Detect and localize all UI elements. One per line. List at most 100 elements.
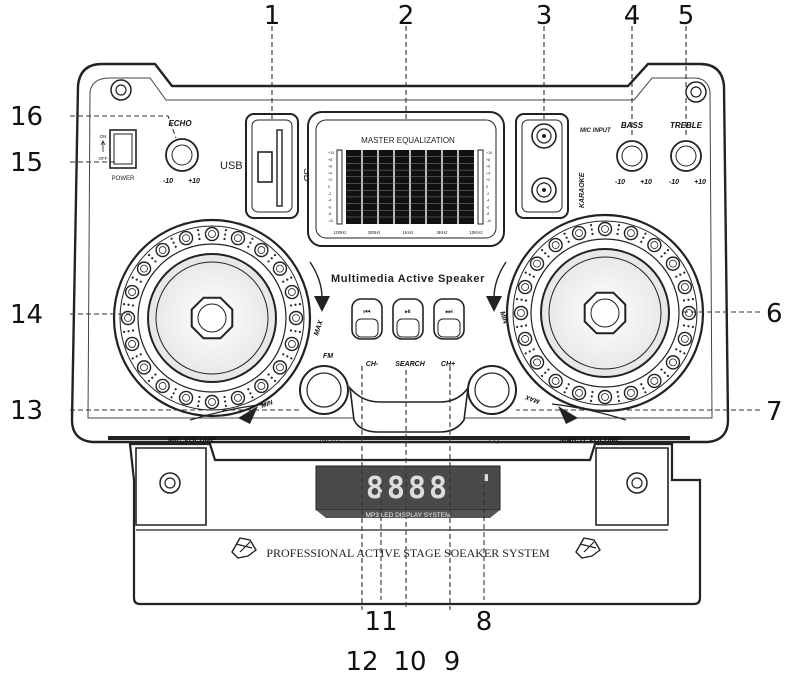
callout-3: 3 <box>536 1 553 31</box>
speaker-left-led <box>124 336 140 352</box>
speaker-left-dot <box>298 302 302 306</box>
speaker-right-dot <box>589 399 593 403</box>
speaker-right-dot <box>682 324 686 327</box>
speaker-left-dot <box>131 276 134 279</box>
speaker-left-led-core <box>287 288 296 296</box>
speaker-left-dot <box>139 280 142 283</box>
speaker-right-dot <box>617 223 621 227</box>
mic-jack-1[interactable] <box>531 123 557 149</box>
bass-knob[interactable] <box>616 140 648 172</box>
speaker-left-dot <box>170 396 173 399</box>
speaker-right-dot <box>528 350 531 353</box>
speaker-left-dome-inner <box>155 261 269 375</box>
min-label-right: MIN <box>498 310 509 325</box>
eq-freq-label: 1KHz <box>402 230 414 235</box>
fm-label: FM <box>323 353 333 360</box>
speaker-right-led <box>517 279 533 295</box>
display-digits: 8888 <box>366 471 450 506</box>
usb-port[interactable] <box>257 151 273 183</box>
eq-module-inner <box>315 119 497 239</box>
speaker-right-dot <box>567 240 570 243</box>
speaker-right-led <box>548 237 563 253</box>
speaker-left-inner-ring <box>137 243 287 393</box>
speaker-left-led-core <box>276 264 284 273</box>
eq-db-tick-right: +2 <box>486 178 490 182</box>
callout-lines <box>70 26 760 610</box>
speaker-left-dot <box>139 353 142 356</box>
arrow-head-right <box>486 296 502 312</box>
callout-16: 16 <box>10 102 43 132</box>
speaker-housing-inner <box>87 77 713 419</box>
speaker-left-led-core <box>208 230 216 238</box>
speaker-left-led <box>254 242 269 258</box>
speaker-left-dot <box>224 404 228 408</box>
speaker-left-dot <box>131 329 135 332</box>
next-icon: ⏭ <box>445 307 452 316</box>
speaker-left-led <box>204 226 220 242</box>
speaker-right-led <box>529 256 545 271</box>
echo-knob[interactable] <box>165 138 199 172</box>
speaker-left-dot <box>289 304 293 307</box>
center-tray <box>348 385 469 433</box>
speaker-left-dot <box>267 260 270 263</box>
play-pause-button[interactable] <box>392 298 424 340</box>
speaker-left-dot <box>282 280 285 283</box>
speaker-left-dot <box>270 257 273 260</box>
treble-knob[interactable] <box>670 140 702 172</box>
callout-5: 5 <box>678 1 695 31</box>
speaker-right-led-core <box>627 388 635 397</box>
speaker-right-dot <box>520 325 523 328</box>
speaker-right-led-core <box>650 241 659 249</box>
callout-7: 7 <box>766 397 783 427</box>
speaker-left-dot <box>170 237 173 240</box>
speaker-left-led <box>254 378 269 394</box>
eq-db-tick-left: -4 <box>328 199 331 203</box>
eq-db-scale-left: +10+8+6+4+20-2-4-6-8-10 <box>328 151 334 223</box>
eq-db-tick-left: -6 <box>328 205 331 209</box>
next-button[interactable] <box>433 298 465 340</box>
base-housing <box>128 442 702 606</box>
speaker-right-dot <box>616 390 619 394</box>
speaker-left-dot <box>154 373 157 376</box>
sd-card-slot[interactable] <box>276 129 283 207</box>
speaker-left-led-core <box>257 382 266 390</box>
speaker-right-dot <box>532 275 535 278</box>
base-band <box>108 436 690 440</box>
speaker-left-led <box>272 360 288 375</box>
speaker-left-led-core <box>182 234 190 243</box>
speaker-right-dot <box>540 374 544 378</box>
echo-label: ECHO <box>168 119 192 128</box>
eq-freq-label: 300Hz <box>367 230 381 235</box>
speaker-right-led <box>517 331 533 347</box>
screw-top-left <box>110 79 132 101</box>
speaker-right-led <box>529 355 545 370</box>
speaker-right-led-core <box>551 377 560 385</box>
eq-db-tick-left: -2 <box>328 192 331 196</box>
speaker-left-dot <box>247 388 250 391</box>
speaker-left-dot <box>147 253 151 257</box>
speaker-left-dot <box>290 357 293 360</box>
speaker-right-led <box>665 256 681 271</box>
speaker-left-dot <box>196 404 200 408</box>
mic-jack-2[interactable] <box>531 177 557 203</box>
speaker-left-dot <box>223 237 226 241</box>
speaker-right-dot <box>687 298 690 301</box>
speaker-right-dot <box>590 228 593 231</box>
speaker-left-led <box>204 394 220 410</box>
speaker-right-led <box>571 385 587 401</box>
speaker-right-dot <box>691 325 695 329</box>
speaker-left-led-core <box>140 264 148 273</box>
eq-freq-label: 3KHz <box>436 230 448 235</box>
mic-volume-arrow-icon <box>238 406 258 424</box>
speaker-left-dot <box>196 228 200 232</box>
arc-arrow-left <box>309 261 323 299</box>
speaker-left-led <box>288 310 304 326</box>
speaker-right-led-core <box>685 309 693 317</box>
screw-bottom-right <box>626 472 648 494</box>
eq-db-tick-left: +6 <box>328 165 332 169</box>
eq-knob[interactable] <box>467 365 517 415</box>
input-knob[interactable] <box>299 365 349 415</box>
speaker-right-dot <box>563 391 566 394</box>
prev-button[interactable] <box>351 298 383 340</box>
